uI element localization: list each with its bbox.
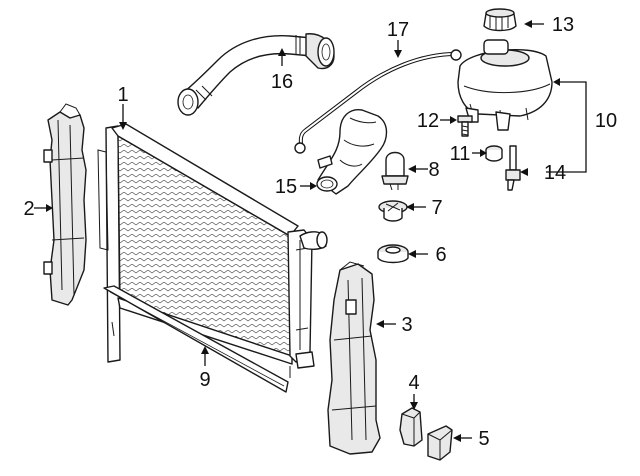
- callout-12: 12: [417, 110, 439, 132]
- part-5-clip: [427, 425, 453, 461]
- part-10-expansion-tank: [457, 39, 553, 131]
- callout-labels: 1 2 3 4 5 6 7 8 9 10 11 12 13 14 15 16 1…: [23, 14, 617, 450]
- part-6-grommet: [377, 244, 409, 264]
- callout-3: 3: [401, 314, 412, 336]
- callout-9: 9: [199, 369, 210, 391]
- part-11-rubber-mount: [485, 145, 503, 162]
- part-14-level-sensor: [505, 145, 521, 191]
- callout-1: 1: [117, 84, 128, 106]
- part-2-left-air-duct: [43, 103, 87, 306]
- callout-17: 17: [387, 19, 409, 41]
- callout-11: 11: [450, 143, 471, 165]
- part-13-tank-cap: [483, 8, 517, 32]
- callout-8: 8: [428, 159, 439, 181]
- part-15-lower-hose: [316, 109, 388, 195]
- callout-13: 13: [552, 14, 574, 36]
- callout-5: 5: [478, 428, 489, 450]
- part-1-radiator: [97, 123, 328, 378]
- part-12-bolt: [457, 115, 473, 137]
- callout-14: 14: [544, 162, 566, 184]
- part-16-upper-hose: [177, 33, 335, 116]
- part-9-seal-strip: [103, 285, 289, 393]
- callout-15: 15: [275, 176, 297, 198]
- callout-16: 16: [271, 71, 293, 93]
- callout-2: 2: [23, 198, 34, 220]
- leader-lines: [34, 20, 587, 442]
- callout-6: 6: [435, 244, 446, 266]
- callout-7: 7: [431, 197, 442, 219]
- part-4-bracket: [399, 407, 423, 447]
- part-7-mount: [378, 200, 408, 222]
- part-3-right-air-duct: [327, 261, 381, 455]
- part-8-sensor-cap: [381, 151, 409, 191]
- part-17-vent-line: [294, 49, 462, 154]
- callout-10: 10: [595, 110, 617, 132]
- callout-4: 4: [408, 372, 419, 394]
